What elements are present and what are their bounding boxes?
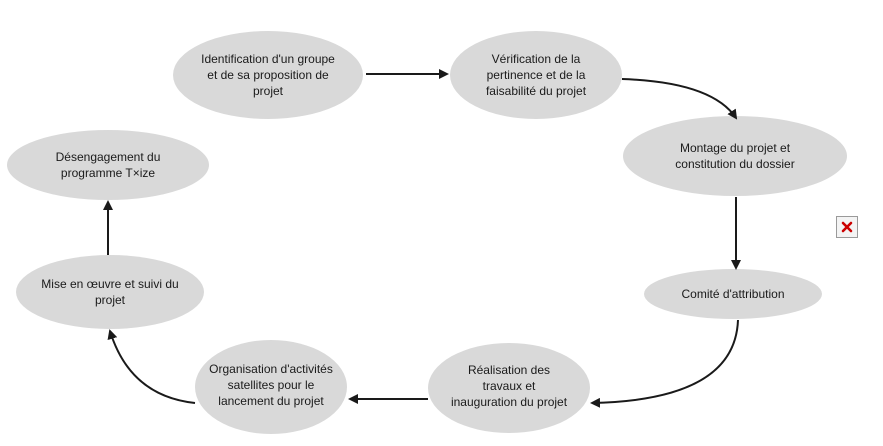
red-x-icon bbox=[841, 221, 853, 233]
node-organisation bbox=[195, 340, 347, 434]
node-identification bbox=[173, 31, 363, 119]
arrow-verification-to-montage bbox=[621, 78, 738, 120]
arrow-comite-to-realisation bbox=[590, 319, 739, 408]
node-mise-en-oeuvre bbox=[16, 255, 204, 329]
node-comite bbox=[644, 269, 822, 319]
node-realisation bbox=[428, 343, 590, 433]
arrow-organisation-to-mise-en-oeuvre bbox=[107, 329, 196, 404]
node-verification bbox=[450, 31, 622, 119]
node-desengagement bbox=[7, 130, 209, 200]
node-montage bbox=[623, 116, 847, 196]
broken-image-icon bbox=[836, 216, 858, 238]
